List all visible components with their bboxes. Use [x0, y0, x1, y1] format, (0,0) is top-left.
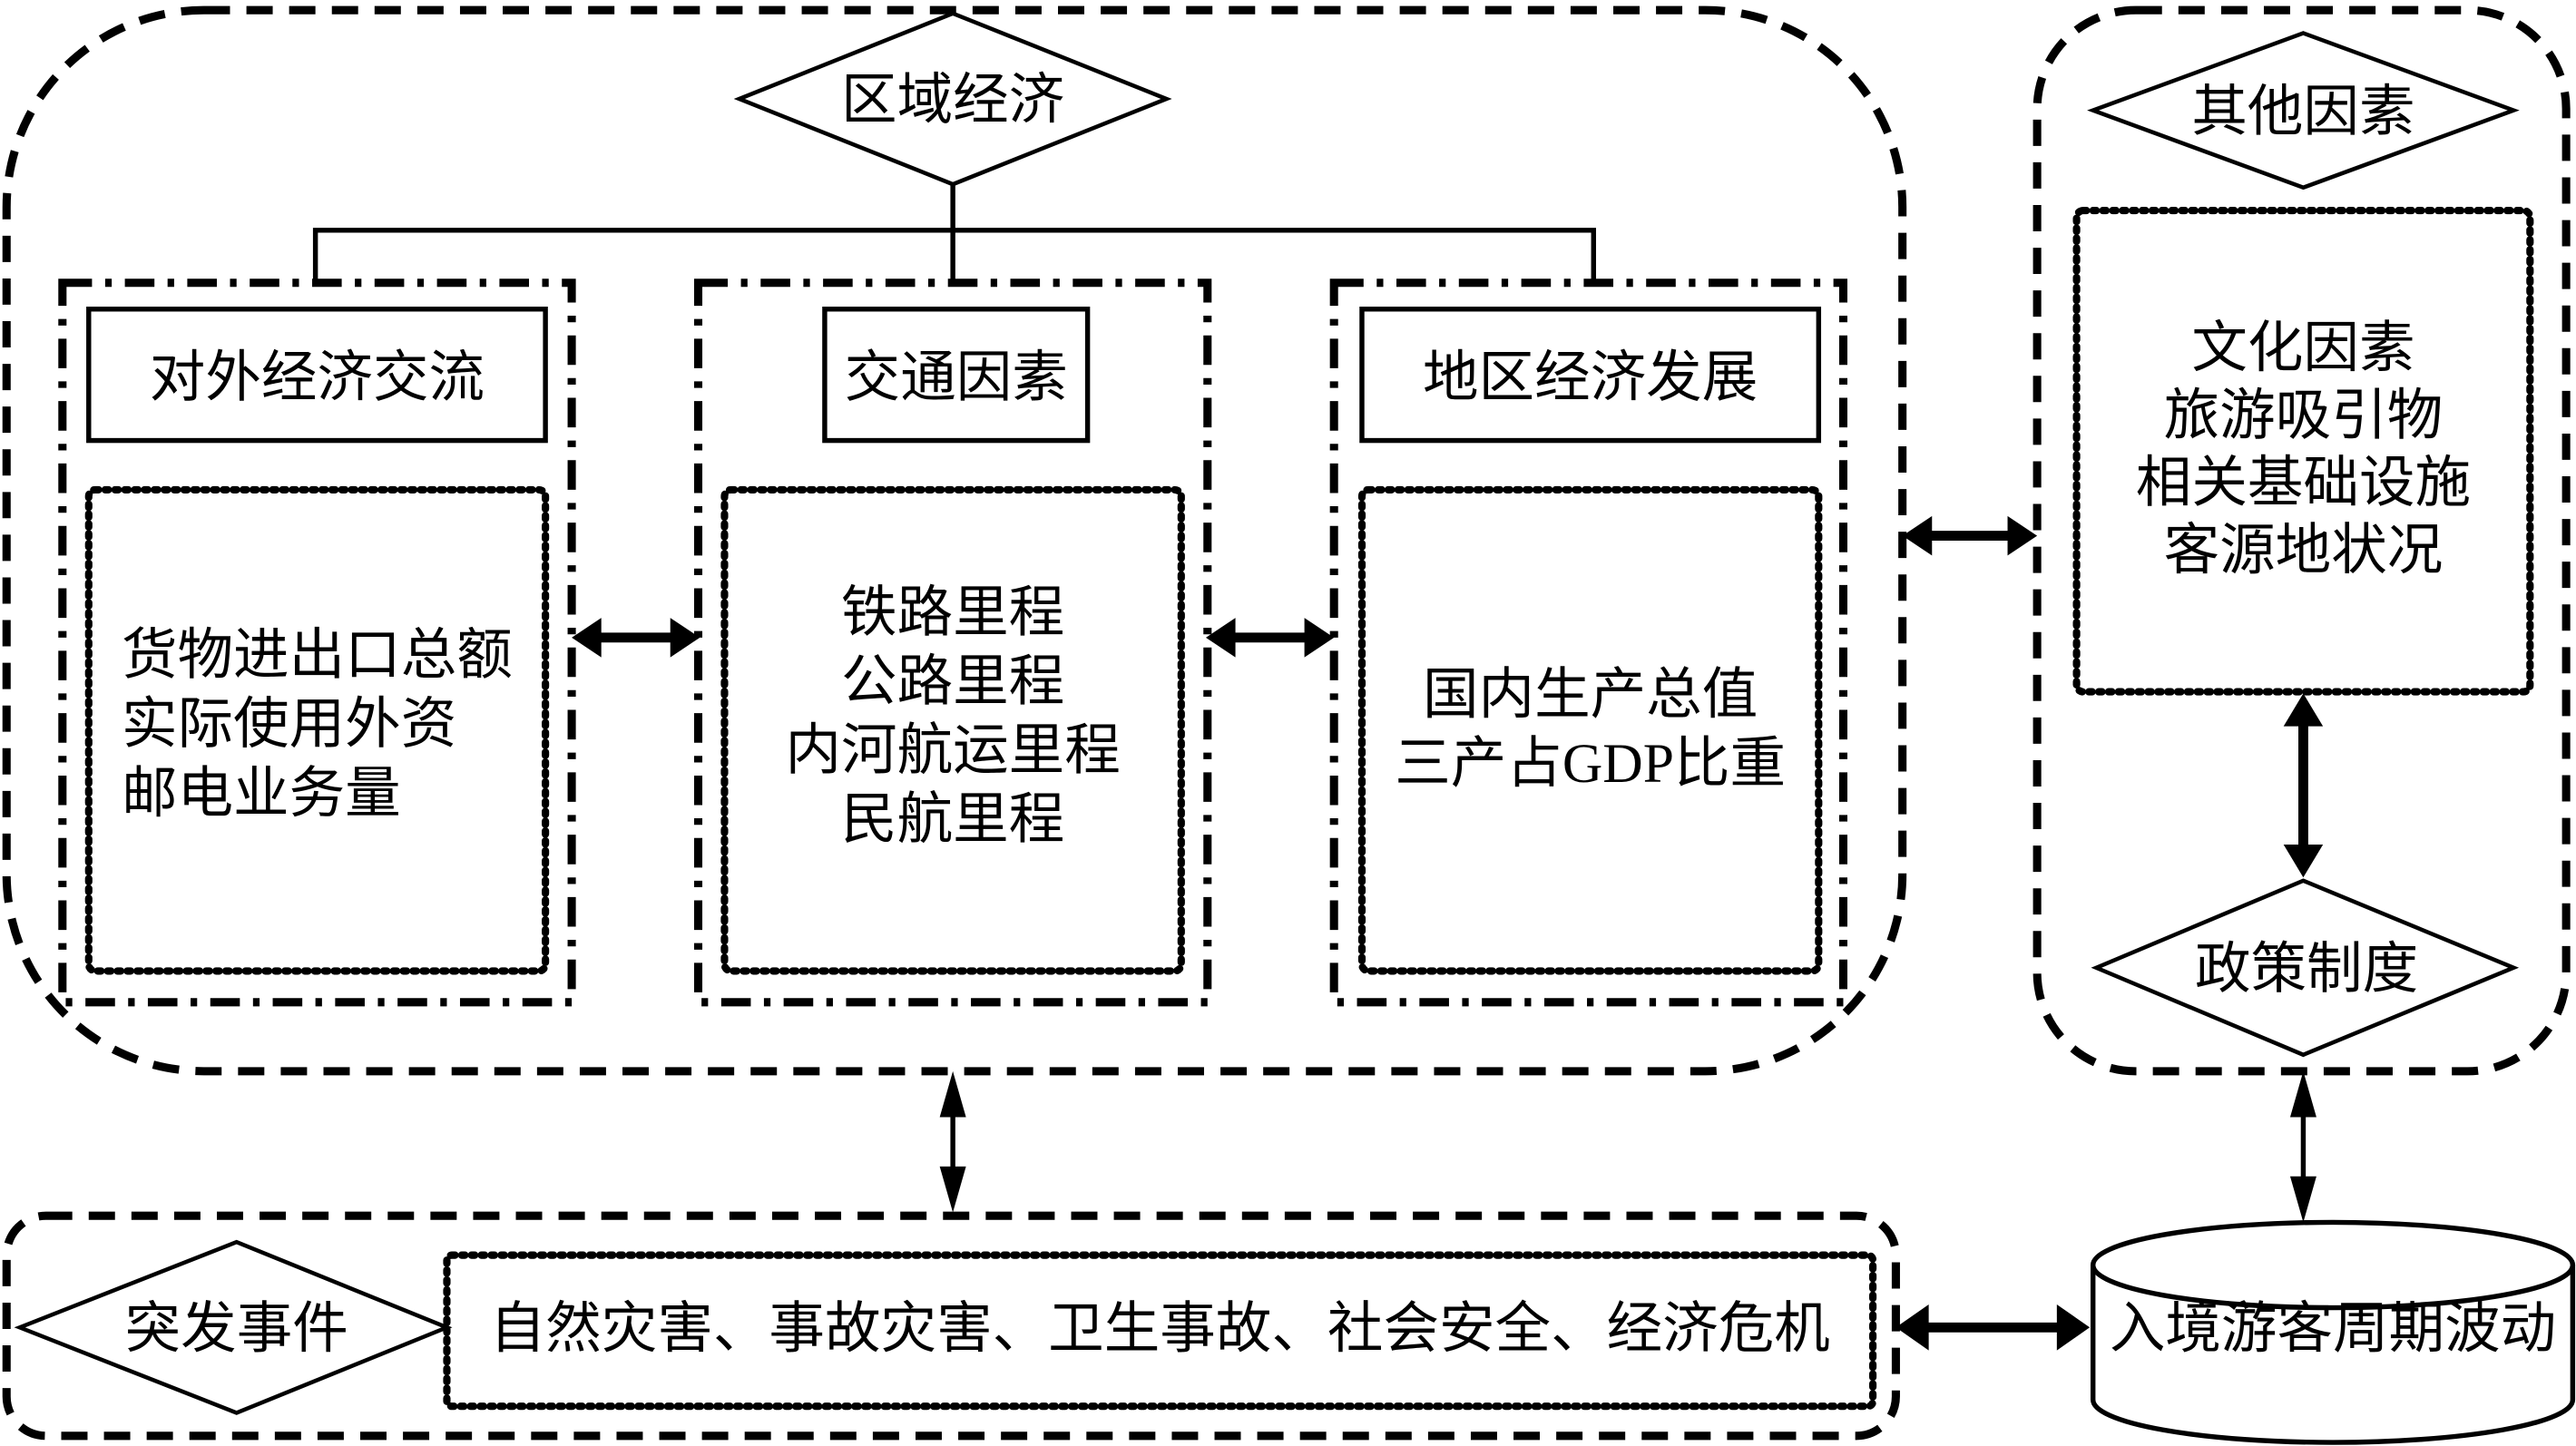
panel-foreign-exchange-border	[58, 278, 576, 1007]
panel-foreign-exchange-list-box	[84, 485, 550, 975]
tree-connector-bar	[312, 228, 1596, 283]
policy-diamond	[2091, 878, 2520, 1058]
list-item: 铁路里程	[841, 582, 1064, 644]
other-factors-diamond	[2087, 31, 2520, 191]
regional-economy-diamond	[733, 11, 1172, 187]
cylinder-body	[2090, 1265, 2576, 1445]
panel-transport-border	[693, 278, 1212, 1007]
cylinder-top	[2090, 1219, 2576, 1311]
panel-regional-development-header-box	[1359, 307, 1822, 444]
double-arrow-icon	[2289, 1070, 2316, 1223]
double-arrow-icon	[1205, 618, 1335, 658]
regional-economy-border	[2, 5, 1907, 1076]
list-item: 相关基础设施	[2136, 453, 2471, 514]
other-factors-title: 其他因素	[2191, 81, 2414, 142]
panel-transport-list-box	[720, 485, 1185, 975]
list-item: 内河航运里程	[785, 720, 1120, 782]
emergencies-items: 自然灾害、事故灾害、卫生事故、社会安全、经济危机	[490, 1298, 1830, 1360]
list-item: 文化因素	[2191, 318, 2414, 379]
list-item: 民航里程	[841, 789, 1064, 851]
panel-foreign-exchange-title: 对外经济交流	[150, 347, 485, 409]
double-arrow-icon	[939, 1070, 966, 1213]
emergencies-list-box	[443, 1251, 1877, 1411]
panel-transport-title: 交通因素	[845, 347, 1068, 409]
panel-regional-development: 地区经济发展 国内生产总值 三产占GDP比重	[1329, 278, 1848, 1007]
policy-title: 政策制度	[2195, 939, 2418, 1001]
other-factors-list-box	[2072, 207, 2534, 696]
emergencies-border	[2, 1211, 1900, 1441]
panel-regional-development-list-box	[1357, 485, 1823, 975]
panel-foreign-exchange-header-box	[86, 307, 548, 444]
outcome-cylinder: 入境游客周期波动	[2090, 1219, 2576, 1445]
list-item: 邮电业务量	[122, 763, 401, 825]
panel-foreign-exchange: 对外经济交流 货物进出口总额 实际使用外资 邮电业务量	[58, 278, 576, 1007]
regional-economy-title: 区域经济	[841, 70, 1064, 132]
list-item: 三产占GDP比重	[1395, 733, 1786, 795]
panel-regional-development-title: 地区经济发展	[1423, 347, 1758, 409]
list-item: 货物进出口总额	[122, 625, 513, 687]
list-item: 旅游吸引物	[2164, 385, 2444, 446]
double-arrow-icon	[1895, 1304, 2091, 1351]
regional-economy-group: 区域经济 对外经济交流 货物进出口总额 实际使用外资 邮电业务量 交通因素 铁路…	[2, 5, 1907, 1076]
list-item: 实际使用外资	[122, 694, 456, 756]
emergencies-title: 突发事件	[125, 1298, 348, 1360]
panel-regional-development-border	[1329, 278, 1848, 1007]
list-item: 公路里程	[841, 651, 1064, 713]
emergencies-group: 突发事件 自然灾害、事故灾害、卫生事故、社会安全、经济危机	[2, 1211, 1900, 1441]
double-arrow-icon	[2283, 693, 2324, 878]
list-item: 国内生产总值	[1423, 664, 1758, 726]
panel-transport-header-box	[822, 307, 1091, 444]
double-arrow-icon	[572, 618, 700, 658]
other-factors-group: 其他因素 文化因素 旅游吸引物 相关基础设施 客源地状况 政策制度	[2032, 5, 2571, 1076]
other-factors-border	[2032, 5, 2571, 1076]
panel-transport: 交通因素 铁路里程 公路里程 内河航运里程 民航里程	[693, 278, 1212, 1007]
double-arrow-icon	[1902, 515, 2038, 556]
outcome-label: 入境游客周期波动	[2110, 1298, 2556, 1360]
list-item: 客源地状况	[2164, 520, 2444, 581]
